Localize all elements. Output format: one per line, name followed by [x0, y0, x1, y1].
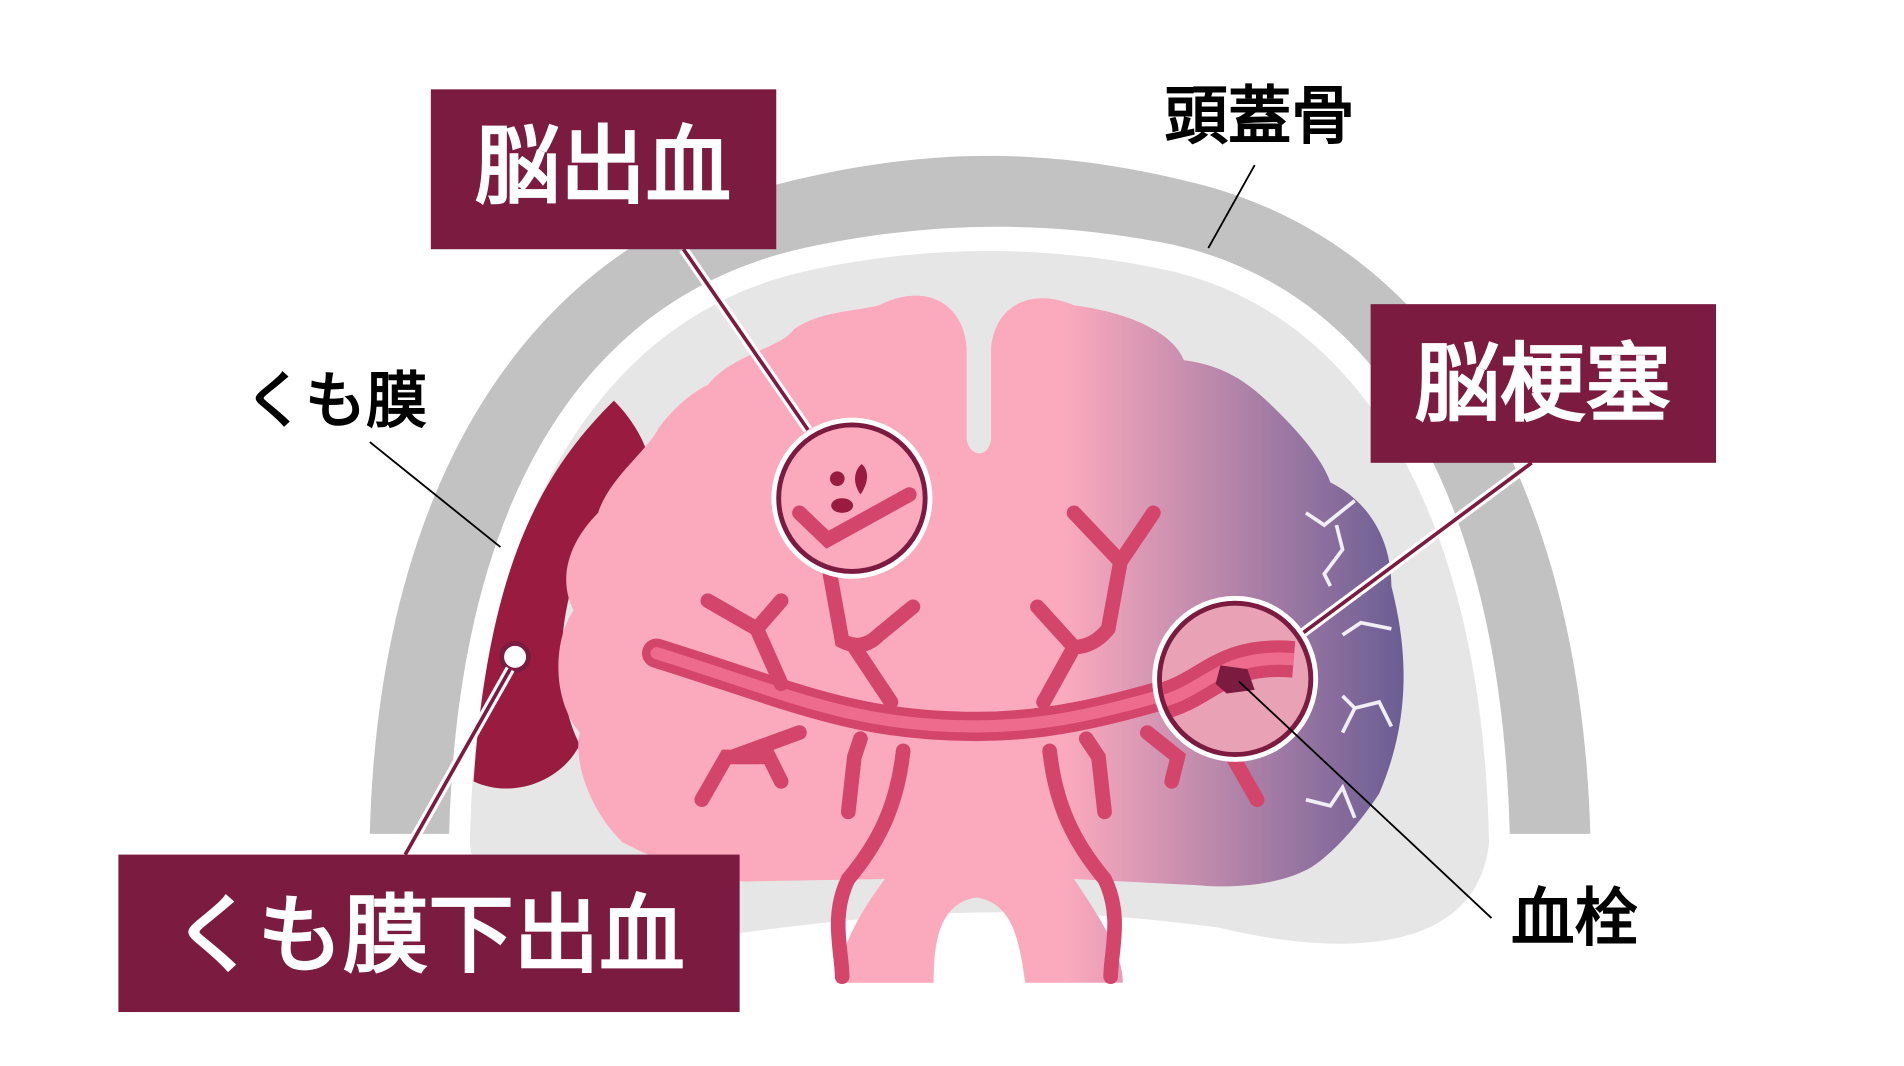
- intracerebral-hemorrhage-label: 脳出血: [475, 118, 731, 217]
- leader-lines: [369, 164, 1535, 919]
- brain: [558, 295, 1404, 983]
- subarachnoid-hemorrhage-box: [118, 854, 740, 1013]
- cerebral-infarction-label: 脳梗塞: [1415, 335, 1671, 434]
- subarachnoid-hemorrhage-area: [473, 400, 647, 789]
- blood-drops-icon: [792, 464, 917, 549]
- infarct-cracks: [1304, 499, 1394, 819]
- arachnoid-label: くも膜: [244, 365, 427, 436]
- thrombus-label: 血栓: [1511, 881, 1638, 955]
- intracerebral-hemorrhage-box: [430, 89, 777, 250]
- subarachnoid-hemorrhage-label: くも膜下出血: [172, 886, 685, 985]
- cerebral-infarction-box: [1370, 304, 1717, 463]
- subarachnoid-marker: [499, 641, 531, 673]
- skull-label: 頭蓋骨: [1164, 79, 1354, 153]
